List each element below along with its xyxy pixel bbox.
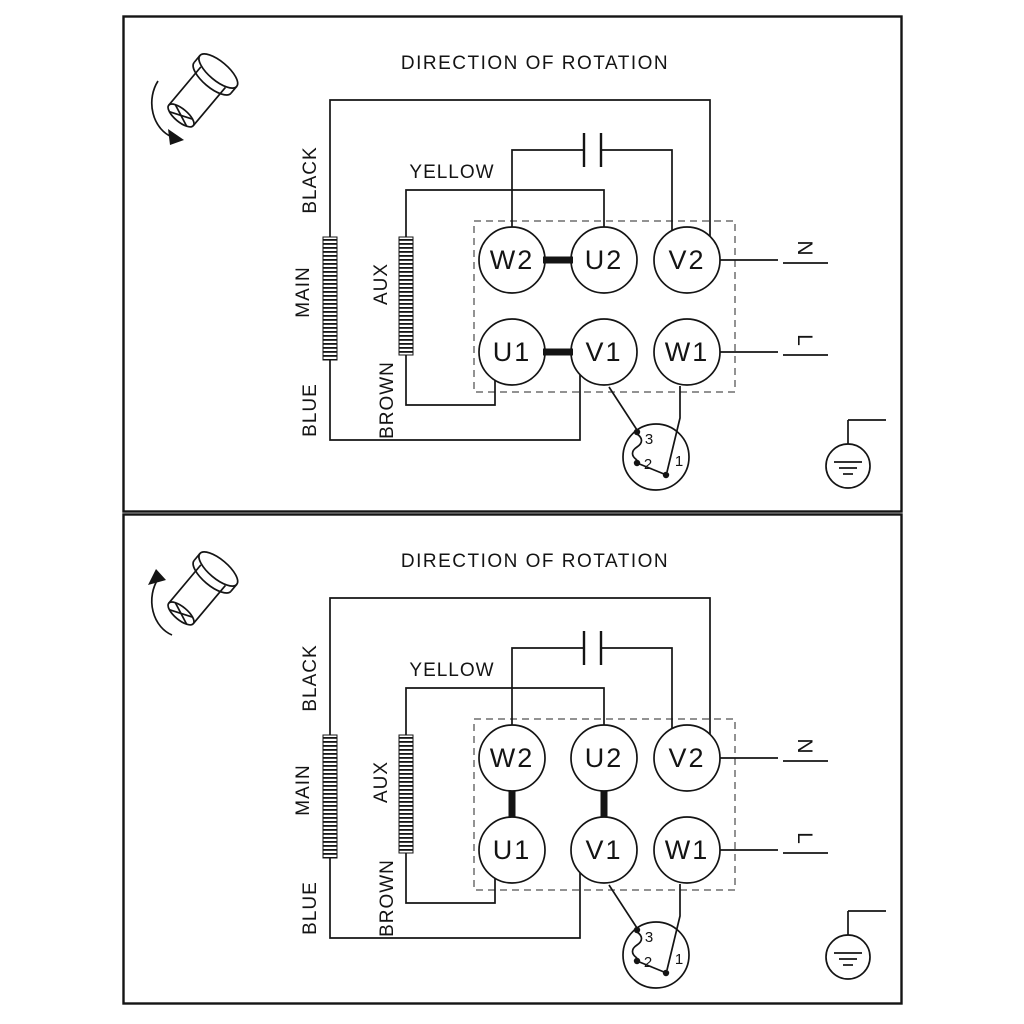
label-yellow: YELLOW	[409, 660, 494, 681]
neutral-label: N	[793, 240, 816, 255]
wiring-diagram-panel-bottom: DIRECTION OF ROTATION	[122, 513, 903, 1005]
wire-w1-protector	[666, 884, 681, 971]
wire-brown	[405, 355, 496, 406]
terminal-u2-label: U2	[585, 245, 624, 275]
terminal-v1-label: V1	[585, 337, 622, 367]
main-winding	[322, 734, 338, 859]
terminal-v2	[653, 226, 721, 294]
wire-v1-protector	[608, 884, 638, 929]
terminal-v2-label: V2	[668, 245, 705, 275]
protector-contact-3: 3	[645, 929, 653, 946]
wire-brown	[405, 853, 496, 904]
aux-winding	[398, 236, 414, 356]
terminal-w2-label: W2	[490, 743, 535, 773]
protector-contact-1: 1	[675, 951, 683, 968]
terminal-u2-label: U2	[585, 743, 624, 773]
neutral-label: N	[793, 738, 816, 753]
wire-v1-protector	[608, 386, 638, 431]
aux-winding	[398, 734, 414, 854]
label-black: BLACK	[300, 644, 321, 711]
terminal-v1-label: V1	[585, 835, 622, 865]
wiring	[329, 597, 828, 939]
line-label: L	[793, 334, 816, 346]
motor-icon	[150, 53, 239, 145]
label-brown: BROWN	[377, 859, 398, 937]
wire-blue	[329, 858, 581, 939]
protector-contact-2: 2	[644, 954, 652, 971]
terminal-u1-label: U1	[493, 337, 532, 367]
thermal-protector-icon: 3 2 1	[608, 386, 690, 491]
wire-yellow	[405, 687, 605, 735]
terminal-v2-label: V2	[668, 743, 705, 773]
panel-title: DIRECTION OF ROTATION	[401, 551, 669, 572]
protector-contact-2: 2	[644, 456, 652, 473]
wire-capacitor-right	[601, 647, 673, 730]
panel-title: DIRECTION OF ROTATION	[401, 53, 669, 74]
label-black: BLACK	[300, 146, 321, 213]
label-main: MAIN	[293, 764, 314, 816]
rotation-arrow-icon	[150, 80, 173, 138]
capacitor-icon	[582, 631, 603, 665]
label-yellow: YELLOW	[409, 162, 494, 183]
protector-blade	[636, 960, 665, 973]
earth-ground-icon	[825, 419, 886, 489]
label-aux: AUX	[371, 263, 392, 305]
motor-icon	[148, 551, 239, 636]
protector-blade	[636, 462, 665, 475]
terminal-w1-label: W1	[665, 337, 710, 367]
terminal-w2-label: W2	[490, 245, 535, 275]
label-brown: BROWN	[377, 361, 398, 439]
label-aux: AUX	[371, 761, 392, 803]
wiring-diagram-panel-top: DIRECTION OF ROTATION	[122, 15, 903, 513]
wire-blue	[329, 360, 581, 441]
earth-ground-icon	[825, 910, 886, 980]
wire-w1-protector	[666, 386, 681, 473]
rotation-arrow-icon	[150, 578, 173, 636]
terminal-w1	[653, 318, 721, 386]
capacitor-icon	[582, 133, 603, 167]
terminal-w1-label: W1	[665, 835, 710, 865]
label-blue: BLUE	[300, 383, 321, 437]
wire-capacitor-left	[511, 647, 584, 726]
wire-capacitor-left	[511, 149, 584, 228]
protector-spring-icon	[631, 931, 643, 959]
label-blue: BLUE	[300, 881, 321, 935]
protector-contact-1: 1	[675, 453, 683, 470]
rotation-arrowhead-icon	[168, 129, 184, 145]
terminal-v2	[653, 724, 721, 792]
terminal-w1	[653, 816, 721, 884]
thermal-protector-icon: 3 2 1	[608, 884, 690, 989]
line-label: L	[793, 832, 816, 844]
rotation-arrowhead-icon	[148, 569, 166, 585]
wire-capacitor-right	[601, 149, 673, 232]
wire-black	[329, 99, 711, 237]
terminal-u1-label: U1	[493, 835, 532, 865]
label-main: MAIN	[293, 266, 314, 318]
main-winding	[322, 236, 338, 361]
protector-spring-icon	[631, 433, 643, 461]
wire-black	[329, 597, 711, 735]
wire-yellow	[405, 189, 605, 237]
protector-contact-3: 3	[645, 431, 653, 448]
wiring	[329, 99, 828, 441]
